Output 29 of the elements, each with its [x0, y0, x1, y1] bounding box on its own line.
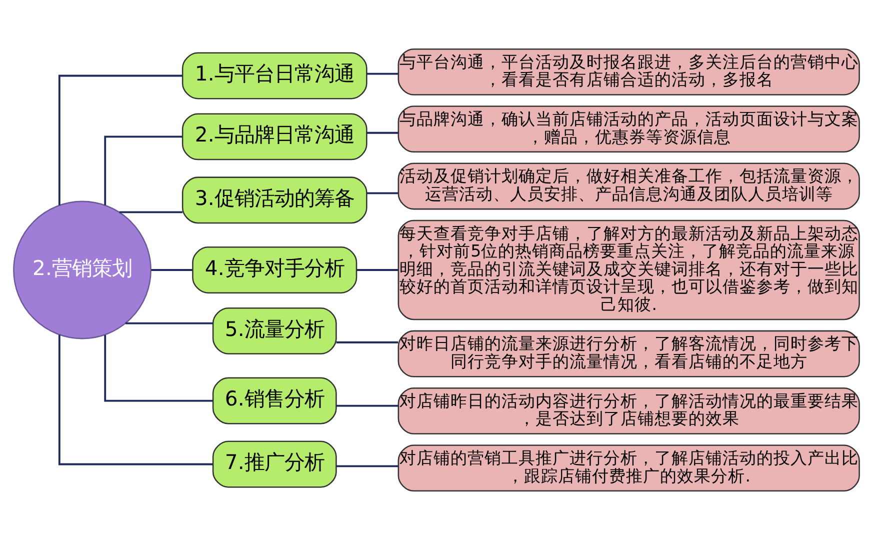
- node-box: 对店铺昨日的活动内容进行分析，了解活动情况的最重要结果，是否达到了店铺想要的效果: [398, 386, 860, 434]
- connector: [336, 404, 398, 406]
- connector: [104, 334, 213, 402]
- connector: [151, 268, 192, 270]
- node-box: 1.与平台日常沟通: [182, 52, 368, 99]
- node-circle: 2.营销策划: [13, 200, 152, 339]
- connector: [58, 334, 213, 465]
- connector: [336, 340, 398, 343]
- connector: [356, 268, 398, 270]
- node-box: 3.促销活动的筹备: [182, 176, 368, 224]
- node-box: 与品牌沟通，确认当前店铺活动的产品，活动页面设计与文案，赠品，优惠券等资源信息: [398, 105, 860, 152]
- node-box: 与平台沟通，平台活动及时报名跟进，多关注后台的营销中心，看看是否有店铺合适的活动，多报名: [398, 48, 860, 95]
- node-box: 对店铺的营销工具推广进行分析，了解店铺活动的投入产出比，跟踪店铺付费推广的效果分析.: [398, 444, 860, 492]
- connector: [58, 74, 182, 205]
- connector: [366, 192, 398, 194]
- node-box: 活动及促销计划确定后，做好相关准备工作，包括流量资源，运营活动、人员安排、产品信息沟通及团队人员培训等: [398, 162, 860, 210]
- node-box: 2.与品牌日常沟通: [182, 112, 368, 160]
- connector: [104, 135, 182, 205]
- connector: [119, 210, 183, 213]
- connector: [336, 464, 398, 467]
- node-box: 4.竞争对手分析: [192, 246, 358, 293]
- node-box: 对昨日店铺的流量来源进行分析，了解客流情况，同时参考下同行竞争对手的流量情况，看看店铺的不足地方: [398, 330, 860, 377]
- node-box: 5.流量分析: [212, 306, 337, 354]
- node-box: 7.推广分析: [212, 440, 337, 488]
- connector: [366, 131, 398, 134]
- node-box: 每天查看竞争对手店铺，了解对方的最新活动及新品上架动态，针对前5位的热销商品榜要重点关注，了解竞品的流量来源明细，竞品的引流关键词及成交关键词排名，还有对于一些比较好的首页活动和详情页设计呈现，也可以借鉴参考，做到知己知彼.: [398, 219, 860, 320]
- connector: [366, 72, 398, 74]
- connector: [125, 322, 213, 324]
- node-box: 6.销售分析: [212, 376, 337, 424]
